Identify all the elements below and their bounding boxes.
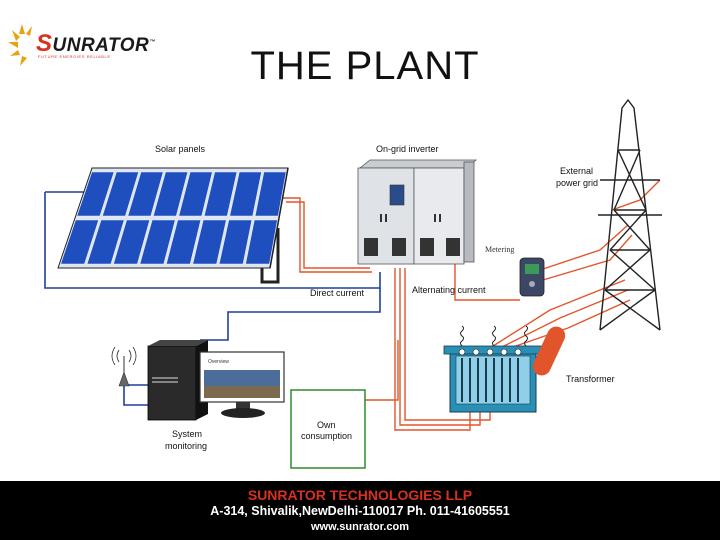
footer-company: SUNRATOR TECHNOLOGIES LLP: [247, 487, 473, 503]
solar-panel-array: [57, 167, 289, 284]
solar-cell: [60, 219, 100, 265]
solar-cell: [86, 219, 125, 265]
footer-website[interactable]: www.sunrator.com: [310, 521, 409, 533]
ac-wiring: [283, 179, 661, 431]
monitoring-computer: [147, 340, 285, 421]
solar-cell: [113, 219, 151, 265]
label-direct-current: Direct current: [310, 288, 365, 298]
antenna-icon: [111, 346, 137, 387]
label-external-grid-2: power grid: [556, 178, 598, 188]
solar-cell: [245, 219, 278, 265]
solar-cell: [192, 219, 227, 265]
label-transformer: Transformer: [566, 374, 615, 384]
solar-cell: [178, 171, 213, 217]
transformer: [443, 325, 566, 413]
label-system-monitoring-2: monitoring: [165, 441, 207, 451]
transmission-tower: [598, 98, 662, 331]
on-grid-inverter: [357, 159, 478, 265]
solar-cell: [76, 171, 115, 217]
solar-cell: [254, 171, 287, 217]
own-consumption-box: [290, 389, 366, 469]
solar-cell: [218, 219, 253, 265]
company-logo: SUNRATOR™ FUTURE ENERGIES RELIABLE: [8, 22, 158, 72]
label-alternating-current: Alternating current: [412, 285, 486, 295]
label-system-monitoring-1: System: [172, 429, 202, 439]
logo-tagline: FUTURE ENERGIES RELIABLE: [38, 54, 111, 59]
label-external-grid-1: External: [560, 166, 593, 176]
label-own-consumption-1: Own: [317, 420, 336, 430]
page-title: THE PLANT: [250, 44, 480, 88]
footer-bar: SUNRATOR TECHNOLOGIES LLP A-314, Shivali…: [0, 481, 720, 540]
solar-cell: [152, 171, 189, 217]
solar-cell: [203, 171, 238, 217]
solar-cell: [229, 171, 262, 217]
monitor-screen-title: Overview: [208, 359, 229, 365]
energy-meter: [519, 257, 545, 297]
solar-plant-diagram: Solar panels On-grid inverter: [44, 98, 662, 469]
footer-address: A-314, Shivalik,NewDelhi-110017 Ph. 011-…: [210, 504, 510, 518]
solar-cells: [60, 171, 287, 265]
label-metering: Metering: [485, 245, 514, 254]
label-solar-panels: Solar panels: [155, 144, 206, 154]
solar-cell: [101, 171, 140, 217]
label-inverter: On-grid inverter: [376, 144, 439, 154]
logo-wordmark: SUNRATOR™: [36, 30, 156, 57]
sun-rays-icon: [8, 24, 32, 66]
solar-cell: [165, 219, 202, 265]
label-own-consumption-2: consumption: [301, 431, 352, 441]
solar-cell: [127, 171, 164, 217]
solar-cell: [139, 219, 176, 265]
